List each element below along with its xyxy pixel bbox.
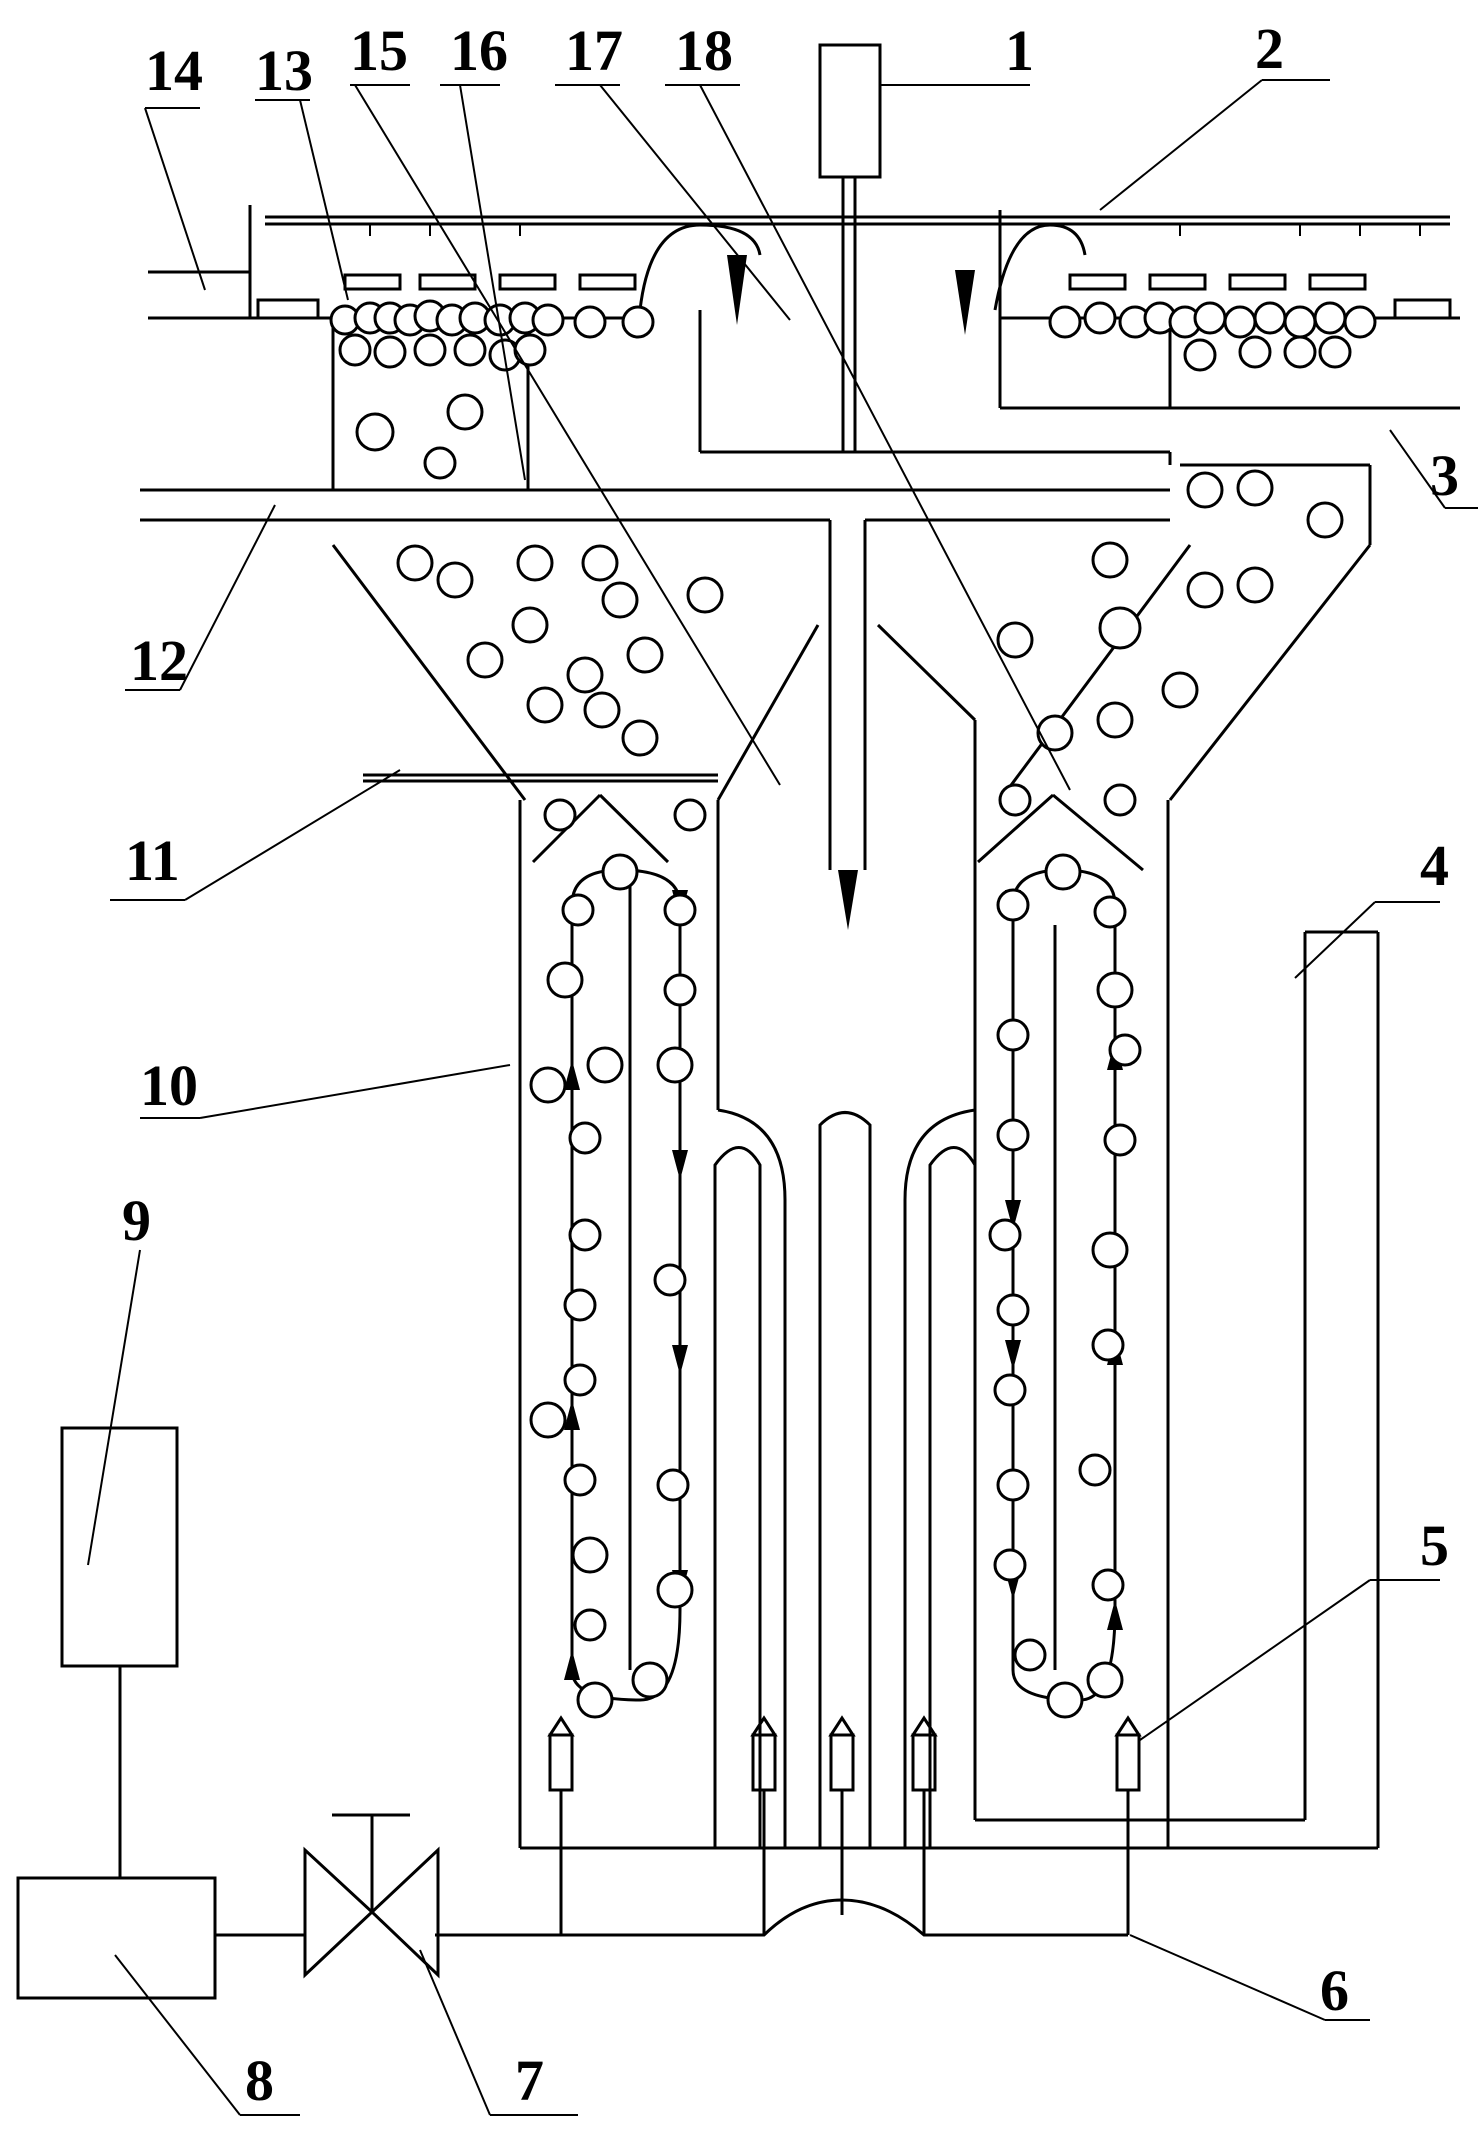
motor-unit bbox=[818, 43, 882, 452]
label-17: 17 bbox=[565, 18, 623, 83]
gas-manifold bbox=[435, 1790, 1130, 1937]
nozzles bbox=[547, 1715, 1142, 1792]
label-5: 5 bbox=[1420, 1513, 1449, 1578]
label-16: 16 bbox=[450, 18, 508, 83]
vessel bbox=[518, 800, 1380, 1850]
bubbles bbox=[329, 299, 1377, 1719]
label-9: 9 bbox=[122, 1188, 151, 1253]
circulation-loops bbox=[570, 868, 1117, 1702]
label-18: 18 bbox=[675, 18, 733, 83]
label-7: 7 bbox=[515, 2048, 544, 2113]
label-14: 14 bbox=[145, 38, 203, 103]
label-1: 1 bbox=[1005, 18, 1034, 83]
right-froth-trough bbox=[700, 210, 1460, 465]
label-12: 12 bbox=[130, 628, 188, 693]
leader-lines bbox=[87, 79, 1478, 2116]
feed-pipe bbox=[140, 488, 1170, 870]
label-3: 3 bbox=[1430, 443, 1459, 508]
label-8: 8 bbox=[245, 2048, 274, 2113]
scraper-rail bbox=[265, 215, 1450, 236]
valve bbox=[215, 1813, 440, 1979]
part-labels: 1 2 3 4 5 6 7 8 9 10 11 12 13 14 15 16 1… bbox=[122, 16, 1459, 2113]
label-6: 6 bbox=[1320, 1958, 1349, 2023]
label-4: 4 bbox=[1420, 833, 1449, 898]
label-15: 15 bbox=[350, 18, 408, 83]
scraper-paddles bbox=[256, 273, 1452, 320]
divider-plate bbox=[363, 773, 718, 783]
label-13: 13 bbox=[255, 38, 313, 103]
compressor-box bbox=[16, 1876, 217, 2000]
flow-arrows bbox=[564, 255, 1123, 1680]
label-10: 10 bbox=[140, 1053, 198, 1118]
label-2: 2 bbox=[1255, 16, 1284, 81]
label-11: 11 bbox=[125, 828, 180, 893]
inner-baffles bbox=[531, 793, 1144, 1848]
hoppers bbox=[331, 463, 1372, 1110]
gas-tank-box bbox=[60, 1426, 179, 1878]
